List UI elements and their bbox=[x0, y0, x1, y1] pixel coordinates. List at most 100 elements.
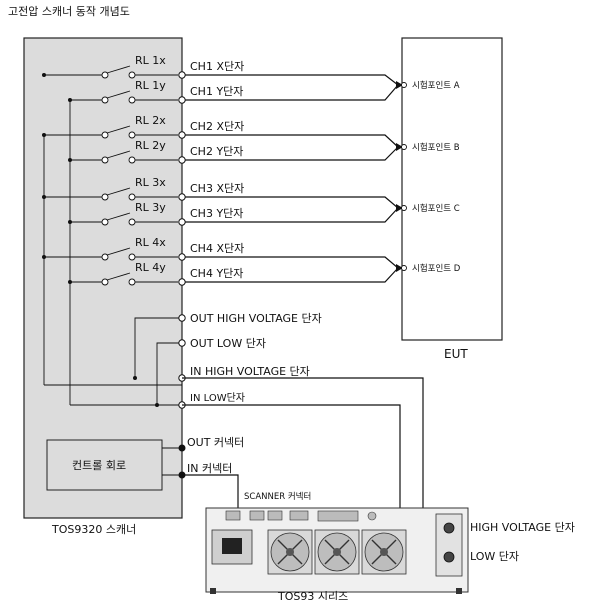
low-terminal[interactable] bbox=[443, 551, 455, 563]
channel-terminal[interactable] bbox=[178, 218, 186, 226]
channel-cable bbox=[185, 256, 399, 269]
fans bbox=[267, 529, 407, 575]
channel-label: CH2 X단자 bbox=[190, 120, 244, 133]
relay-contact bbox=[101, 156, 109, 164]
test-point-dot bbox=[401, 82, 407, 88]
relay-label: RL 2x bbox=[135, 114, 166, 127]
test-point-dot bbox=[401, 144, 407, 150]
relay-label: RL 2y bbox=[135, 139, 166, 152]
relay-contact bbox=[101, 193, 109, 201]
fan-hub bbox=[333, 548, 341, 556]
scanner-terminal[interactable] bbox=[178, 314, 186, 322]
relay-label: RL 4y bbox=[135, 261, 166, 274]
relay-switch-blade bbox=[106, 125, 131, 134]
db-connector[interactable] bbox=[317, 510, 359, 522]
relay-contact bbox=[128, 156, 136, 164]
out-high-internal-wire bbox=[134, 317, 182, 378]
junction-dot bbox=[42, 133, 46, 137]
relay-contact bbox=[128, 96, 136, 104]
port-circle[interactable] bbox=[367, 511, 377, 521]
in-high-label: IN HIGH VOLTAGE 단자 bbox=[190, 365, 310, 378]
scanner-terminal[interactable] bbox=[178, 339, 186, 347]
relay-label: RL 1y bbox=[135, 79, 166, 92]
test-point-arrow bbox=[396, 204, 403, 212]
channel-cable bbox=[185, 267, 399, 283]
high-voltage-terminal[interactable] bbox=[443, 522, 455, 534]
test-point-label: 시험포인트 C bbox=[412, 203, 460, 214]
relay-label: RL 3y bbox=[135, 201, 166, 214]
relay-switch-blade bbox=[106, 212, 131, 221]
channel-label: CH3 X단자 bbox=[190, 182, 244, 195]
relay-contact bbox=[101, 253, 109, 261]
relay-contact bbox=[101, 71, 109, 79]
channel-cable bbox=[185, 84, 399, 101]
relay-switch-blade bbox=[106, 187, 131, 196]
in-low-label: IN LOW단자 bbox=[190, 392, 245, 404]
channel-terminal[interactable] bbox=[178, 278, 186, 286]
relay-contact bbox=[101, 131, 109, 139]
high-voltage-terminal-label: HIGH VOLTAGE 단자 bbox=[470, 521, 575, 534]
port[interactable] bbox=[289, 510, 309, 521]
eut-box bbox=[401, 37, 503, 341]
channel-cable bbox=[185, 207, 399, 223]
test-point-arrow bbox=[396, 143, 403, 151]
channel-label: CH2 Y단자 bbox=[190, 145, 243, 158]
junction-dot bbox=[155, 403, 159, 407]
scanner-name: TOS9320 스캐너 bbox=[51, 523, 136, 536]
channel-terminal[interactable] bbox=[178, 156, 186, 164]
relay-contact bbox=[128, 253, 136, 261]
junction-dot bbox=[42, 73, 46, 77]
out-low-internal-wire bbox=[156, 342, 182, 405]
tester-unit bbox=[205, 507, 469, 594]
channel-cable bbox=[185, 74, 399, 86]
control-circuit-box bbox=[46, 439, 163, 491]
test-point-arrow bbox=[396, 81, 403, 89]
junction-dot bbox=[68, 220, 72, 224]
relay-contact bbox=[128, 131, 136, 139]
relay-contact bbox=[101, 96, 109, 104]
channel-terminal[interactable] bbox=[178, 193, 186, 201]
port[interactable] bbox=[249, 510, 265, 521]
scanner-port[interactable] bbox=[225, 510, 241, 521]
scanner-connector-label: SCANNER 커넥터 bbox=[244, 491, 311, 502]
channel-terminal[interactable] bbox=[178, 253, 186, 261]
relay-label: RL 1x bbox=[135, 54, 166, 67]
out-connector-label: OUT 커넥터 bbox=[187, 436, 244, 449]
channel-label: CH4 X단자 bbox=[190, 242, 244, 255]
fan-hub bbox=[286, 548, 294, 556]
test-point-label: 시험포인트 D bbox=[412, 263, 461, 274]
channel-cable bbox=[185, 134, 399, 148]
test-point-label: 시험포인트 B bbox=[412, 142, 460, 153]
scanner-body bbox=[23, 37, 183, 519]
fan-hub bbox=[380, 548, 388, 556]
relay-switch-blade bbox=[106, 272, 131, 281]
power-socket bbox=[222, 538, 242, 554]
junction-dot bbox=[133, 376, 137, 380]
channel-label: CH3 Y단자 bbox=[190, 207, 243, 220]
channel-terminal[interactable] bbox=[178, 96, 186, 104]
channel-cable bbox=[185, 146, 399, 161]
out-high-label: OUT HIGH VOLTAGE 단자 bbox=[190, 312, 322, 325]
test-point-label: 시험포인트 A bbox=[412, 80, 460, 91]
relay-contact bbox=[128, 218, 136, 226]
junction-dot bbox=[42, 195, 46, 199]
relay-label: RL 4x bbox=[135, 236, 166, 249]
tester-name: TOS93 시리즈 bbox=[277, 590, 348, 600]
port[interactable] bbox=[267, 510, 283, 521]
in-connector-label: IN 커넥터 bbox=[187, 462, 232, 475]
relay-switch-blade bbox=[106, 247, 131, 256]
relay-contact bbox=[101, 278, 109, 286]
relay-switch-blade bbox=[106, 150, 131, 159]
channel-terminal[interactable] bbox=[178, 71, 186, 79]
foot bbox=[456, 588, 462, 594]
channel-terminal[interactable] bbox=[178, 131, 186, 139]
junction-dot bbox=[68, 98, 72, 102]
relay-contact bbox=[101, 218, 109, 226]
eut-label: EUT bbox=[444, 347, 468, 361]
channel-label: CH1 Y단자 bbox=[190, 85, 243, 98]
test-point-dot bbox=[401, 205, 407, 211]
foot bbox=[210, 588, 216, 594]
relay-switch-blade bbox=[106, 65, 131, 74]
